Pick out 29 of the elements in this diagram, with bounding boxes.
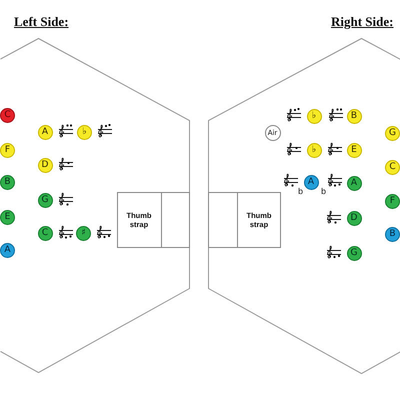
note-label: b xyxy=(321,188,326,196)
note-circle: G xyxy=(346,246,362,260)
note-circle: ♭ xyxy=(77,124,92,140)
note-circle: A xyxy=(346,176,362,190)
note-label: b xyxy=(298,188,304,196)
note-circle: G xyxy=(385,126,400,140)
note-circle: F xyxy=(0,142,15,158)
note-circle: B xyxy=(385,226,400,242)
side-heading: Left Side: xyxy=(14,15,69,30)
note-circle: B xyxy=(0,174,15,190)
note-circle: A xyxy=(0,242,15,258)
note-circle: C xyxy=(385,160,400,174)
thumb-strap-box xyxy=(117,192,190,248)
note-circle: G xyxy=(38,192,52,208)
note-circle: F xyxy=(385,194,400,208)
note-circle: E xyxy=(346,142,362,158)
note-circle: C xyxy=(0,108,15,122)
thumb-strap-box xyxy=(208,192,281,248)
note-circle: A xyxy=(304,174,318,190)
side-heading: Right Side: xyxy=(331,15,394,30)
note-circle: D xyxy=(346,210,362,226)
note-circle: ♭ xyxy=(306,108,322,124)
note-circle: D xyxy=(38,158,52,172)
note-circle: ♯ xyxy=(76,226,91,240)
note-circle: B xyxy=(346,108,362,124)
note-circle: E xyxy=(0,210,15,224)
note-circle: C xyxy=(38,226,52,240)
note-circle: ♭ xyxy=(306,142,322,158)
note-circle: A xyxy=(38,124,52,140)
